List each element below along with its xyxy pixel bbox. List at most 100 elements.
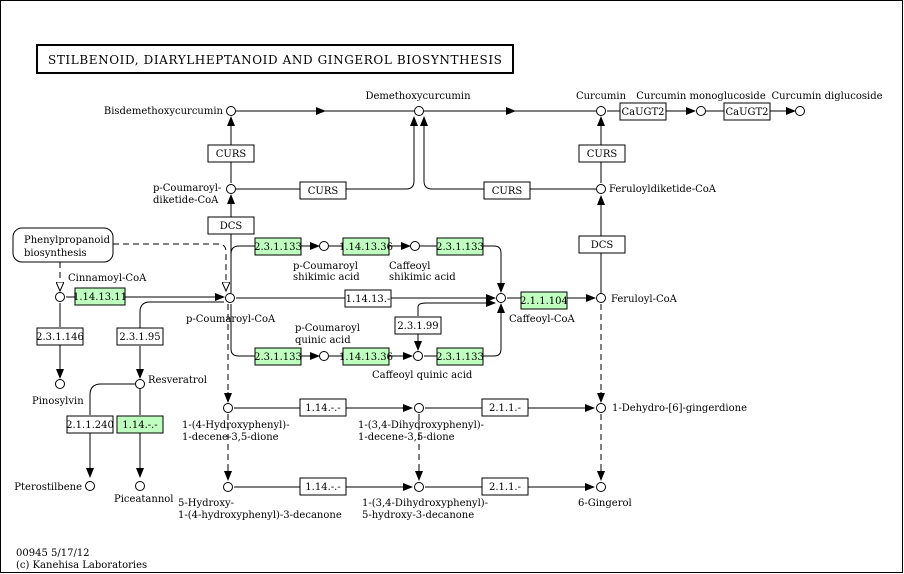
label-feruloyl-coa: Feruloyl-CoA xyxy=(611,294,678,305)
label-dihydroxyphenyl-decenedione-1: 1-(3,4-Dihydroxyphenyl)- xyxy=(358,420,484,431)
enzyme-dcs-right[interactable]: DCS xyxy=(578,235,626,254)
label-pcoumaroyl-shikimic-2: shikimic acid xyxy=(293,272,360,283)
compound-curcumin-monoglucoside[interactable] xyxy=(696,106,706,116)
edge-shikimic-caffeoylcoa xyxy=(483,245,505,293)
compound-dehydro-gingerdione[interactable] xyxy=(596,403,606,413)
edge-curs-demethoxy-a xyxy=(346,116,418,190)
edge-pcoumaroyl-shikimic-a xyxy=(230,245,255,292)
svg-text:CaUGT2: CaUGT2 xyxy=(621,107,664,118)
enzyme-1-14-13-36-top[interactable]: 1.14.13.36 xyxy=(339,237,393,256)
svg-text:1.14.-.-: 1.14.-.- xyxy=(305,403,340,414)
label-caffeoyl-quinic: Caffeoyl quinic acid xyxy=(372,370,473,381)
svg-text:2.3.1.133: 2.3.1.133 xyxy=(254,352,302,363)
enzyme-calugt2-a[interactable]: CaUGT2 xyxy=(619,102,667,121)
map-title: STILBENOID, DIARYLHEPTANOID AND GINGEROL… xyxy=(36,44,514,74)
compound-caffeoyl-shikimic[interactable] xyxy=(410,241,420,251)
edge-quinic-caffeoylcoa xyxy=(483,303,505,357)
enzyme-curs-right[interactable]: CURS xyxy=(578,144,626,163)
enzyme-calugt2-b[interactable]: CaUGT2 xyxy=(723,102,771,121)
label-caffeoyl-shikimic-1: Caffeoyl xyxy=(389,261,431,272)
compound-caffeoyl-coa[interactable] xyxy=(496,293,506,303)
svg-text:CaUGT2: CaUGT2 xyxy=(725,107,768,118)
compound-hydroxy-decanone[interactable] xyxy=(223,482,233,492)
compound-resveratrol[interactable] xyxy=(135,379,145,389)
label-pcoumaroyl-diketide-1: p-Coumaroyl- xyxy=(153,183,221,194)
compound-feruloyl-coa[interactable] xyxy=(596,293,606,303)
map-title-text: STILBENOID, DIARYLHEPTANOID AND GINGEROL… xyxy=(48,53,503,67)
svg-text:2.3.1.133: 2.3.1.133 xyxy=(436,242,484,253)
enzyme-2-1-1-104[interactable]: 2.1.1.104 xyxy=(520,291,568,310)
compound-cinnamoyl-coa[interactable] xyxy=(55,292,65,302)
label-hydroxyphenyl-decenedione-2: 1-decene-3,5-dione xyxy=(182,432,279,443)
enzyme-2-1-1-240[interactable]: 2.1.1.240 xyxy=(66,415,114,434)
svg-text:2.1.1.240: 2.1.1.240 xyxy=(66,420,114,431)
svg-text:CURS: CURS xyxy=(216,149,247,160)
enzyme-2-3-1-99[interactable]: 2.3.1.99 xyxy=(394,316,442,335)
edge-resveratrol-21240 xyxy=(89,383,135,415)
enzyme-curs-mid-b[interactable]: CURS xyxy=(483,181,531,200)
compound-caffeoyl-quinic[interactable] xyxy=(413,351,423,361)
compound-gingerol[interactable] xyxy=(596,482,606,492)
label-curcumin-monoglucoside: Curcumin monoglucoside xyxy=(636,91,766,102)
label-pcoumaroyl-coa: p-Coumaroyl-CoA xyxy=(186,314,276,325)
label-pinosylvin: Pinosylvin xyxy=(32,396,84,407)
enzyme-2-3-1-95[interactable]: 2.3.1.95 xyxy=(116,327,164,346)
svg-text:CURS: CURS xyxy=(308,186,339,197)
label-pcoumaroyl-shikimic-1: p-Coumaroyl xyxy=(293,261,358,272)
enzyme-2-3-1-133-top2[interactable]: 2.3.1.133 xyxy=(436,237,484,256)
edge-maplink-pcoumaroyl xyxy=(113,243,227,285)
enzyme-1-14-13-11[interactable]: 1.14.13.11 xyxy=(73,287,127,306)
enzyme-2-3-1-146[interactable]: 2.3.1.146 xyxy=(36,327,84,346)
map-link-phenylpropanoid[interactable]: Phenylpropanoid biosynthesis xyxy=(12,227,114,263)
compound-pcoumaroyl-diketide-coa[interactable] xyxy=(226,184,236,194)
enzyme-2-1-1-row2[interactable]: 2.1.1.- xyxy=(481,477,529,496)
enzyme-1-14-13-36-bot[interactable]: 1.14.13.36 xyxy=(339,347,393,366)
enzyme-2-3-1-133-bot[interactable]: 2.3.1.133 xyxy=(254,347,302,366)
enzyme-1-14-left[interactable]: 1.14.-.- xyxy=(116,415,164,434)
edge-caffeoylquinic-back xyxy=(417,299,496,316)
enzyme-1-14-13-center[interactable]: 1.14.13.- xyxy=(344,289,392,308)
svg-text:2.3.1.133: 2.3.1.133 xyxy=(254,242,302,253)
compound-piceatannol[interactable] xyxy=(135,481,145,491)
label-pcoumaroyl-quinic-2: quinic acid xyxy=(295,335,351,346)
label-piceatannol: Piceatannol xyxy=(114,494,174,505)
enzyme-curs-mid-a[interactable]: CURS xyxy=(299,181,347,200)
enzyme-2-3-1-133-bot2[interactable]: 2.3.1.133 xyxy=(436,347,484,366)
svg-text:2.1.1.-: 2.1.1.- xyxy=(489,482,521,493)
svg-text:1.14.13.11: 1.14.13.11 xyxy=(73,292,127,303)
compound-dihydroxyphenyl-decenedione[interactable] xyxy=(414,403,424,413)
enzyme-dcs-left[interactable]: DCS xyxy=(207,216,255,235)
compound-dihydroxyphenyl-decanone[interactable] xyxy=(414,482,424,492)
compound-bisdemethoxycurcumin[interactable] xyxy=(226,106,236,116)
svg-text:1.14.-.-: 1.14.-.- xyxy=(122,420,157,431)
label-pcoumaroyl-quinic-1: p-Coumaroyl xyxy=(295,323,360,334)
svg-text:2.3.1.95: 2.3.1.95 xyxy=(119,332,160,343)
enzyme-1-14-row1[interactable]: 1.14.-.- xyxy=(299,398,347,417)
compound-pcoumaroyl-coa[interactable] xyxy=(225,293,235,303)
label-resveratrol: Resveratrol xyxy=(148,375,207,386)
compound-hydroxyphenyl-decenedione[interactable] xyxy=(223,403,233,413)
compound-feruloyldiketide-coa[interactable] xyxy=(596,184,606,194)
compound-pinosylvin[interactable] xyxy=(55,379,65,389)
footer-copyright: (c) Kanehisa Laboratories xyxy=(16,560,147,571)
svg-text:DCS: DCS xyxy=(591,240,614,251)
label-pterostilbene: Pterostilbene xyxy=(14,482,82,493)
svg-text:2.3.1.146: 2.3.1.146 xyxy=(36,332,84,343)
enzyme-1-14-row2[interactable]: 1.14.-.- xyxy=(299,477,347,496)
enzyme-2-1-1-row1[interactable]: 2.1.1.- xyxy=(481,398,529,417)
compound-curcumin-diglucoside[interactable] xyxy=(795,106,805,116)
svg-text:CURS: CURS xyxy=(587,149,618,160)
svg-text:2.1.1.104: 2.1.1.104 xyxy=(520,296,568,307)
label-hydroxyphenyl-decenedione-1: 1-(4-Hydroxyphenyl)- xyxy=(182,420,290,431)
enzyme-curs-left[interactable]: CURS xyxy=(207,144,255,163)
compound-pcoumaroyl-shikimic[interactable] xyxy=(319,241,329,251)
enzyme-2-3-1-133-top[interactable]: 2.3.1.133 xyxy=(254,237,302,256)
compound-pcoumaroyl-quinic[interactable] xyxy=(319,351,329,361)
compound-curcumin[interactable] xyxy=(596,106,606,116)
compound-pterostilbene[interactable] xyxy=(85,481,95,491)
footer-code-date: 00945 5/17/12 xyxy=(16,548,90,559)
compound-demethoxycurcumin[interactable] xyxy=(414,106,424,116)
svg-text:DCS: DCS xyxy=(220,221,243,232)
